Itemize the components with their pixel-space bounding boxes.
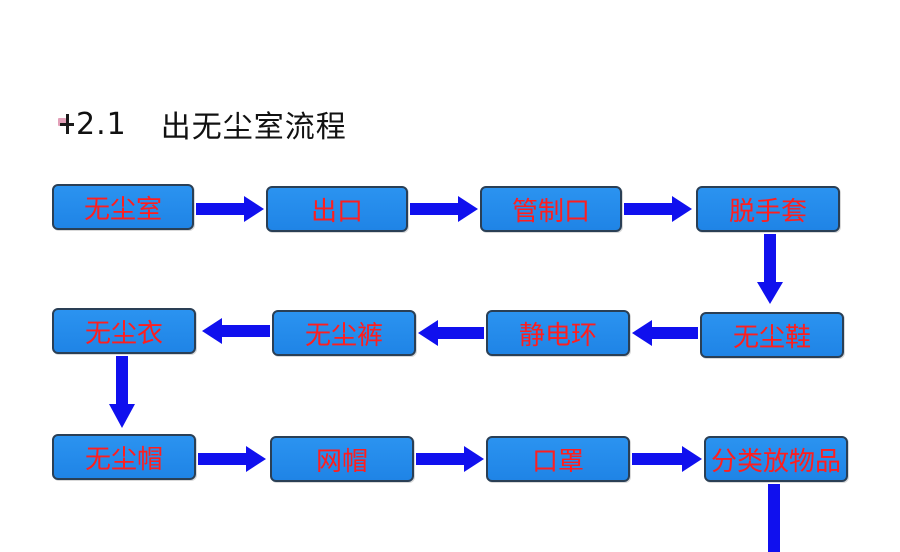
arrow-down-icon bbox=[757, 234, 783, 304]
arrow-right-icon bbox=[198, 446, 266, 472]
section-title: 出无尘室流程 bbox=[160, 110, 347, 145]
arrow-right-icon bbox=[196, 196, 264, 222]
arrow-left-icon bbox=[202, 318, 270, 344]
arrow-down-icon bbox=[109, 356, 135, 428]
arrow-right-icon bbox=[624, 196, 692, 222]
flow-step-1: 无尘室 bbox=[52, 184, 194, 230]
arrow-left-icon bbox=[418, 320, 484, 346]
arrow-right-icon bbox=[632, 446, 702, 472]
flow-step-10: 网帽 bbox=[270, 436, 414, 482]
flow-step-4: 脱手套 bbox=[696, 186, 840, 232]
arrow-down-icon bbox=[768, 484, 780, 552]
arrow-right-icon bbox=[410, 196, 478, 222]
arrow-right-icon bbox=[416, 446, 484, 472]
bullet-icon bbox=[58, 114, 74, 134]
arrow-left-icon bbox=[632, 320, 698, 346]
flow-step-5: 无尘鞋 bbox=[700, 312, 844, 358]
flow-step-12: 分类放物品 bbox=[704, 436, 848, 482]
section-heading: 2.1 出无尘室流程 bbox=[58, 104, 347, 145]
flow-step-7: 无尘裤 bbox=[272, 310, 416, 356]
flow-step-3: 管制口 bbox=[480, 186, 622, 232]
section-number: 2.1 bbox=[76, 106, 127, 142]
flow-step-6: 静电环 bbox=[486, 310, 630, 356]
flow-step-11: 口罩 bbox=[486, 436, 630, 482]
flow-step-2: 出口 bbox=[266, 186, 408, 232]
flow-step-9: 无尘帽 bbox=[52, 434, 196, 480]
flow-step-8: 无尘衣 bbox=[52, 308, 196, 354]
